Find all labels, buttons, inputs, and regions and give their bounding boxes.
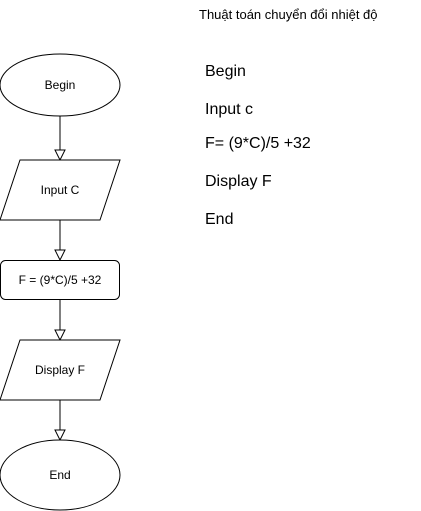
node-output: Display F [0, 339, 121, 401]
node-input: Input C [0, 159, 121, 221]
connector-begin-input [54, 116, 66, 162]
step-formula: F= (9*C)/5 +32 [205, 135, 311, 152]
step-begin: Begin [205, 63, 246, 80]
node-process: F = (9*C)/5 +32 [0, 260, 120, 300]
node-end: End [0, 439, 121, 511]
node-begin-label: Begin [45, 78, 76, 92]
connector-input-process [54, 220, 66, 262]
step-end: End [205, 211, 234, 228]
node-output-label: Display F [35, 363, 85, 377]
connector-output-end [54, 400, 66, 442]
step-input: Input c [205, 101, 254, 118]
node-begin: Begin [0, 53, 121, 117]
node-end-label: End [49, 468, 70, 482]
node-process-label: F = (9*C)/5 +32 [19, 273, 102, 287]
diagram-title: Thuật toán chuyển đổi nhiệt độ [199, 7, 378, 22]
connector-process-output [54, 300, 66, 342]
node-input-label: Input C [41, 183, 80, 197]
step-display: Display F [205, 173, 272, 190]
